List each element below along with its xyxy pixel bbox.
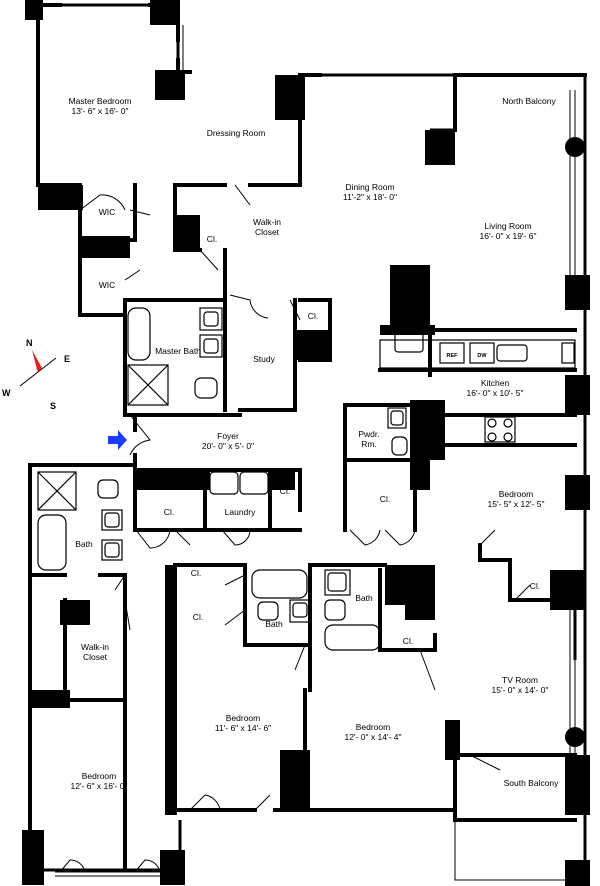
cl-foyer-2-label: Cl.: [279, 486, 291, 496]
columns: [22, 0, 590, 886]
pwdr-rm-label: Pwdr. Rm.: [358, 429, 380, 449]
walkin-closet-top-label: Walk-in Closet: [252, 217, 282, 237]
living-room-label: Living Room 16'- 0" x 19'- 6": [479, 221, 537, 241]
south-balcony-label: South Balcony: [503, 778, 559, 788]
dining-room-label: Dining Room 11'-2" x 18'- 0": [342, 182, 398, 202]
cl-small-1-label: Cl.: [190, 568, 202, 578]
compass-w: W: [2, 388, 11, 398]
compass-s: S: [50, 401, 56, 411]
cl-bedroom-east-label: Cl.: [529, 581, 541, 591]
bath-left-label: Bath: [75, 539, 93, 549]
north-balcony-label: North Balcony: [502, 96, 556, 106]
ref-label: REF: [447, 353, 459, 359]
bedroom-sw-label: Bedroom 12'- 6" x 16'- 0": [70, 771, 128, 791]
doors: [59, 184, 531, 873]
master-bath-label: Master Bath: [155, 346, 201, 356]
bedroom-east-label: Bedroom 15'- 5" x 12'- 5": [487, 489, 545, 509]
dressing-room-label: Dressing Room: [206, 128, 266, 138]
study-label: Study: [253, 354, 275, 364]
cl-kitchen-label: Cl.: [379, 494, 391, 504]
bath-center-right-label: Bath: [355, 593, 373, 603]
bedroom-center-right-label: Bedroom 12'- 0" x 14'- 4": [344, 722, 402, 742]
tv-room-label: TV Room 15'- 0" x 14'- 0": [491, 675, 549, 695]
compass-n: N: [26, 338, 33, 348]
appliance-labels: REF DW: [447, 353, 488, 359]
windows: [55, 25, 585, 881]
cl-small-2-label: Cl.: [192, 612, 204, 622]
cl-center-label: Cl.: [402, 636, 414, 646]
fixtures: [37, 307, 576, 651]
bath-center-label: Bath: [265, 619, 283, 629]
bedroom-center-label: Bedroom 11'- 6" x 14'- 6": [214, 713, 272, 733]
entry-arrow-icon: [108, 430, 127, 450]
cl-foyer-1-label: Cl.: [163, 507, 175, 517]
walkin-closet-bottom-label: Walk-in Closet: [80, 642, 110, 662]
cl-study-label: Cl.: [307, 311, 319, 321]
kitchen-label: Kitchen 16'- 0" x 10'- 5": [466, 378, 524, 398]
wic-1-label: WIC: [98, 207, 116, 217]
cl-dressing-label: Cl.: [206, 234, 218, 244]
master-bedroom-label: Master Bedroom 13'- 6" x 16'- 0": [68, 96, 132, 116]
foyer-label: Foyer 20'- 0" x 5'- 0": [201, 431, 255, 451]
compass-e: E: [64, 354, 70, 364]
dw-label: DW: [477, 353, 487, 359]
wic-2-label: WIC: [98, 280, 116, 290]
compass-icon: N E W S: [2, 338, 70, 411]
laundry-label: Laundry: [224, 507, 256, 517]
